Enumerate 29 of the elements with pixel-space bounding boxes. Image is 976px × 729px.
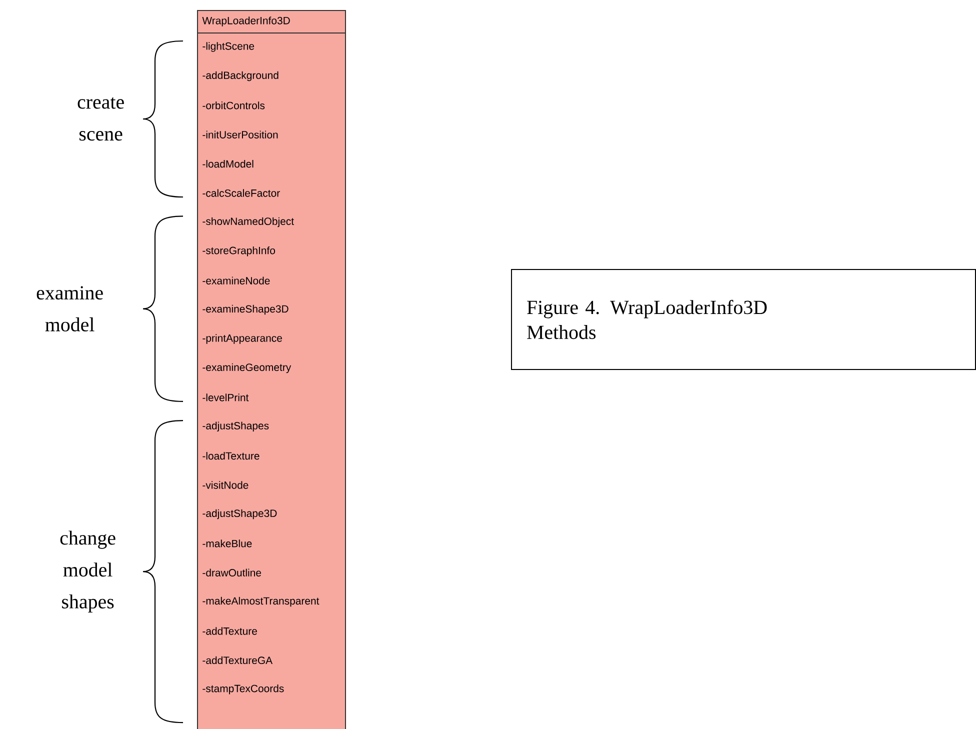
method-name: -examineShape3D bbox=[202, 304, 288, 315]
method-name: -showNamedObject bbox=[202, 217, 294, 228]
method-name: -makeBlue bbox=[202, 540, 252, 548]
method-name: -loadTexture bbox=[202, 452, 260, 460]
method-name: -makeAlmostTransparent bbox=[202, 596, 320, 607]
method-name: -examineNode bbox=[202, 276, 270, 284]
method-name: -addTextureGA bbox=[202, 656, 273, 664]
method-name: -examineGeometry bbox=[202, 363, 292, 374]
method-name: -levelPrint bbox=[202, 394, 249, 402]
method-name: -orbitControls bbox=[202, 102, 265, 110]
method-name: -calcScaleFactor bbox=[202, 189, 280, 197]
method-name: -initUserPosition bbox=[202, 130, 278, 138]
method-name: -storeGraphInfo bbox=[202, 246, 276, 256]
method-name: -adjustShapes bbox=[202, 422, 269, 432]
class-box bbox=[196, 10, 346, 729]
method-name: -stampTexCoords bbox=[202, 684, 284, 694]
method-name: -drawOutline bbox=[202, 568, 262, 576]
method-name: -addBackground bbox=[202, 71, 278, 82]
brace-label: create scene bbox=[78, 97, 124, 141]
method-name: -addTexture bbox=[202, 627, 257, 635]
method-name: -visitNode bbox=[202, 481, 248, 489]
class-name: WrapLoaderInfo3D bbox=[202, 16, 290, 26]
method-name: -lightScene bbox=[202, 42, 254, 52]
method-name: -loadModel bbox=[202, 160, 254, 168]
brace-label: examine model bbox=[36, 286, 103, 332]
method-name: -adjustShape3D bbox=[202, 509, 277, 520]
caption-box: Figure 4. WrapLoaderInfo3D Methods bbox=[511, 269, 976, 370]
brace-label: change model shapes bbox=[60, 530, 116, 613]
method-name: -printAppearance bbox=[202, 334, 282, 344]
